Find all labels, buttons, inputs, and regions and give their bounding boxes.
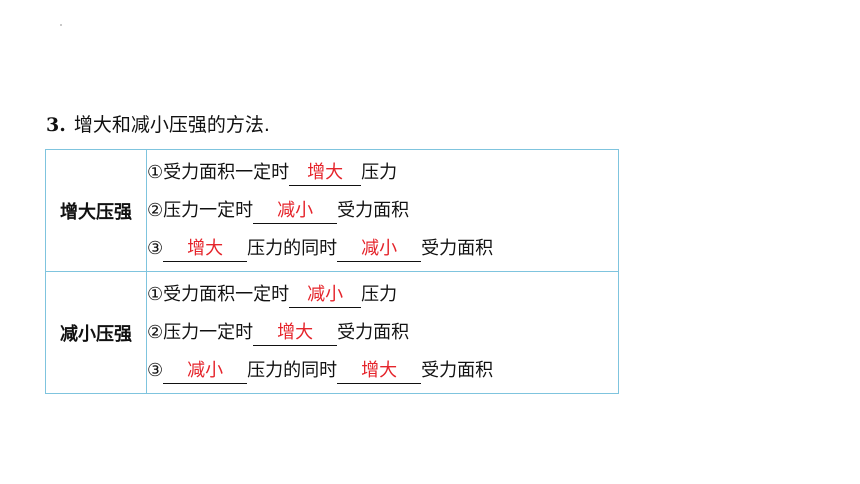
line-prefix: ③ xyxy=(147,359,164,381)
answer-blank: 减小 xyxy=(163,359,248,384)
line-prefix: ①受力面积一定时 xyxy=(147,161,290,183)
answer-blank: 增大 xyxy=(163,237,248,262)
method-line: ①受力面积一定时增大压力 xyxy=(147,154,618,192)
heading-text: 增大和减小压强的方法. xyxy=(73,114,270,136)
answer-blank: 减小 xyxy=(253,199,338,224)
line-prefix: ③ xyxy=(147,237,164,259)
answer-blank: 减小 xyxy=(289,283,362,308)
answer-blank: 增大 xyxy=(289,161,362,186)
section-heading: 3. 增大和减小压强的方法. xyxy=(46,112,270,138)
method-line: ②压力一定时增大受力面积 xyxy=(147,314,618,352)
line-middle: 压力的同时 xyxy=(247,237,338,259)
heading-number: 3. xyxy=(46,114,66,136)
line-prefix: ②压力一定时 xyxy=(147,199,254,221)
decorative-dot xyxy=(60,24,62,26)
line-prefix: ②压力一定时 xyxy=(147,321,254,343)
method-line: ①受力面积一定时减小压力 xyxy=(147,276,618,314)
row-label-decrease: 减小压强 xyxy=(45,271,147,394)
line-suffix: 压力 xyxy=(361,161,398,183)
answer-blank: 减小 xyxy=(337,237,422,262)
line-suffix: 受力面积 xyxy=(337,199,410,221)
line-suffix: 压力 xyxy=(361,283,398,305)
answer-blank: 增大 xyxy=(253,321,338,346)
answer-blank: 增大 xyxy=(337,359,422,384)
row-label-increase: 增大压强 xyxy=(45,149,147,272)
line-prefix: ①受力面积一定时 xyxy=(147,283,290,305)
line-suffix: 受力面积 xyxy=(421,359,494,381)
line-suffix: 受力面积 xyxy=(337,321,410,343)
line-suffix: 受力面积 xyxy=(421,237,494,259)
line-middle: 压力的同时 xyxy=(247,359,338,381)
method-line: ②压力一定时减小受力面积 xyxy=(147,192,618,230)
